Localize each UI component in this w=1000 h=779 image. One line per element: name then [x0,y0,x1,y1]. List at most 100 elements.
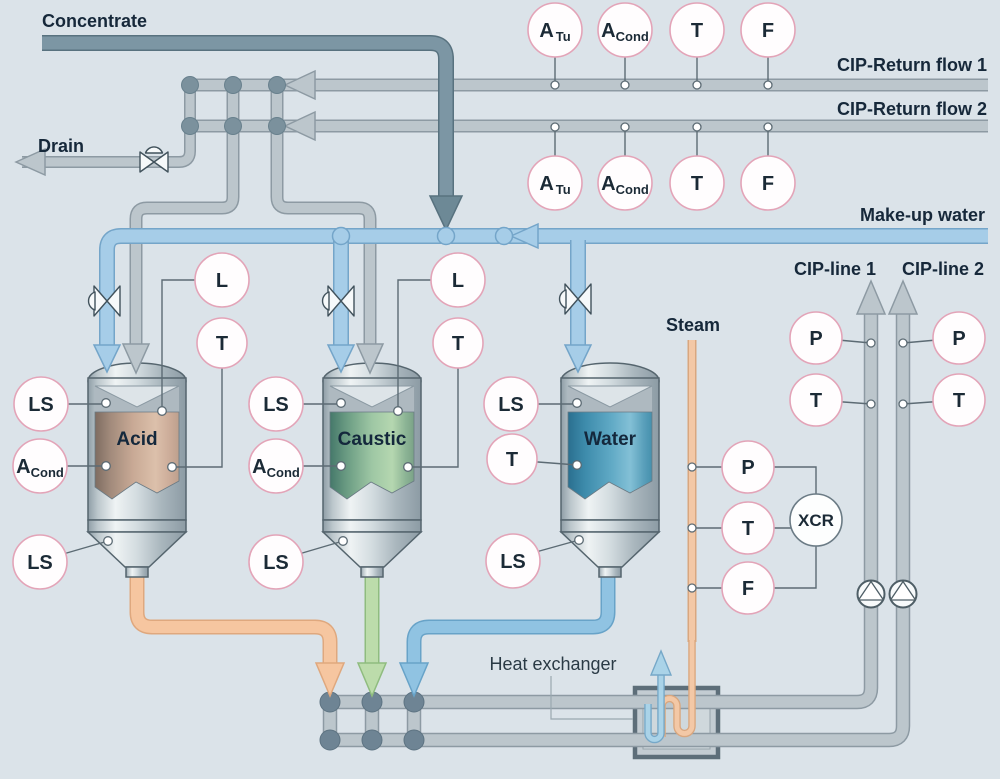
water-arrow-into-acid [92,344,122,374]
svg-text:L: L [216,270,228,292]
svg-text:ACond: ACond [16,456,64,480]
svg-text:LS: LS [498,394,524,416]
svg-text:LS: LS [263,552,289,574]
cip-line-2-pipe [330,312,911,748]
svg-text:LS: LS [28,394,54,416]
heat-exchanger-label: Heat exchanger [489,654,616,674]
cip-line-2-label: CIP-line 2 [902,259,984,279]
water-tank: Water [559,362,661,578]
instrument-ls-top-acid: LS [13,376,69,432]
makeup-water-pipe [99,228,988,346]
instrument-acond-acid: ACond [12,438,68,494]
svg-text:T: T [452,333,464,355]
acid-tank: Acid [86,362,188,578]
svg-text:T: T [953,390,965,412]
instrument-xcr: XCR [789,493,843,547]
hx-water-coil [644,674,665,744]
instrument-acond-return2: ACond [597,155,653,211]
instrument-t-acid: T [196,317,248,369]
steam-label: Steam [666,315,720,335]
connection-dots [101,80,908,593]
water-to-manifold-arrow [398,662,430,698]
drain-pipe [22,85,196,168]
return-arrow-into-acid [121,343,151,375]
svg-text:T: T [506,449,518,471]
cip-line-1-label: CIP-line 1 [794,259,876,279]
svg-text:T: T [691,173,703,195]
svg-text:LS: LS [27,552,53,574]
svg-text:XCR: XCR [798,511,834,530]
cip-return-2-label: CIP-Return flow 2 [837,99,987,119]
svg-text:P: P [741,457,754,479]
cip-line-2-arrow [887,279,919,315]
svg-text:ATu: ATu [539,173,570,197]
instrument-t-caustic: T [432,317,484,369]
manifold-junction-dots [319,691,425,751]
return-arrow-into-caustic [355,343,385,375]
return-junction-dots [181,76,286,135]
concentrate-pipe [42,35,454,198]
svg-text:T: T [216,333,228,355]
instrument-f-steam: F [721,561,775,615]
return-flow-1-arrow [283,69,316,101]
pump-cip-line-2 [888,579,918,609]
drain-arrow [14,147,46,177]
water-outlet-pipe [406,574,616,665]
svg-text:ACond: ACond [601,173,649,197]
svg-text:T: T [691,20,703,42]
svg-text:ACond: ACond [252,456,300,480]
instrument-ls-top-caustic: LS [248,376,304,432]
hx-outlet-arrow [649,649,673,676]
instrument-acond-caustic: ACond [248,438,304,494]
instrument-p-cip1: P [789,311,843,365]
heat-exchanger-callout-line [550,676,633,720]
svg-text:F: F [742,578,754,600]
caustic-to-manifold-arrow [356,662,388,698]
svg-text:P: P [809,328,822,350]
return-to-caustic-pipe [270,85,377,344]
makeup-flow-arrow [509,222,539,250]
instrument-ls-bottom-caustic: LS [248,534,304,590]
instrument-f-return2: F [740,155,796,211]
pump-cip-line-1 [856,579,886,609]
water-tank-label: Water [584,429,637,450]
instrument-l-caustic: L [430,252,486,308]
svg-text:F: F [762,20,774,42]
return-to-acid-pipe [129,85,240,344]
svg-text:L: L [452,270,464,292]
drain-label: Drain [38,136,84,156]
instrument-t-water: T [486,433,538,485]
water-arrow-into-caustic [326,344,356,374]
svg-text:P: P [952,328,965,350]
instrument-t-cip2: T [932,373,986,427]
svg-text:ACond: ACond [601,20,649,44]
svg-text:LS: LS [500,551,526,573]
instrument-ls-top-water: LS [483,376,539,432]
instrument-ls-bottom-water: LS [485,533,541,589]
cip-return-1-label: CIP-Return flow 1 [837,55,987,75]
makeup-water-label: Make-up water [860,205,985,225]
caustic-inlet-valve [321,285,355,317]
acid-outlet-pipe [129,574,338,665]
return-flow-2-arrow [283,110,316,142]
svg-text:LS: LS [263,394,289,416]
makeup-junction-dots [331,226,514,246]
cip-line-1-pipe [330,312,879,710]
instrument-acond-return1: ACond [597,2,653,58]
instrument-t-steam: T [721,501,775,555]
instrument-ls-bottom-acid: LS [12,534,68,590]
svg-text:F: F [762,173,774,195]
instrument-t-cip1: T [789,373,843,427]
acid-tank-label: Acid [116,429,157,450]
acid-inlet-valve [87,285,121,317]
instrument-p-steam: P [721,440,775,494]
svg-text:T: T [742,518,754,540]
instrument-p-cip2: P [932,311,986,365]
cip-line-1-arrow [855,279,887,315]
svg-text:ATu: ATu [539,20,570,44]
water-arrow-into-water [563,344,593,374]
instrument-t-return1: T [669,2,725,58]
